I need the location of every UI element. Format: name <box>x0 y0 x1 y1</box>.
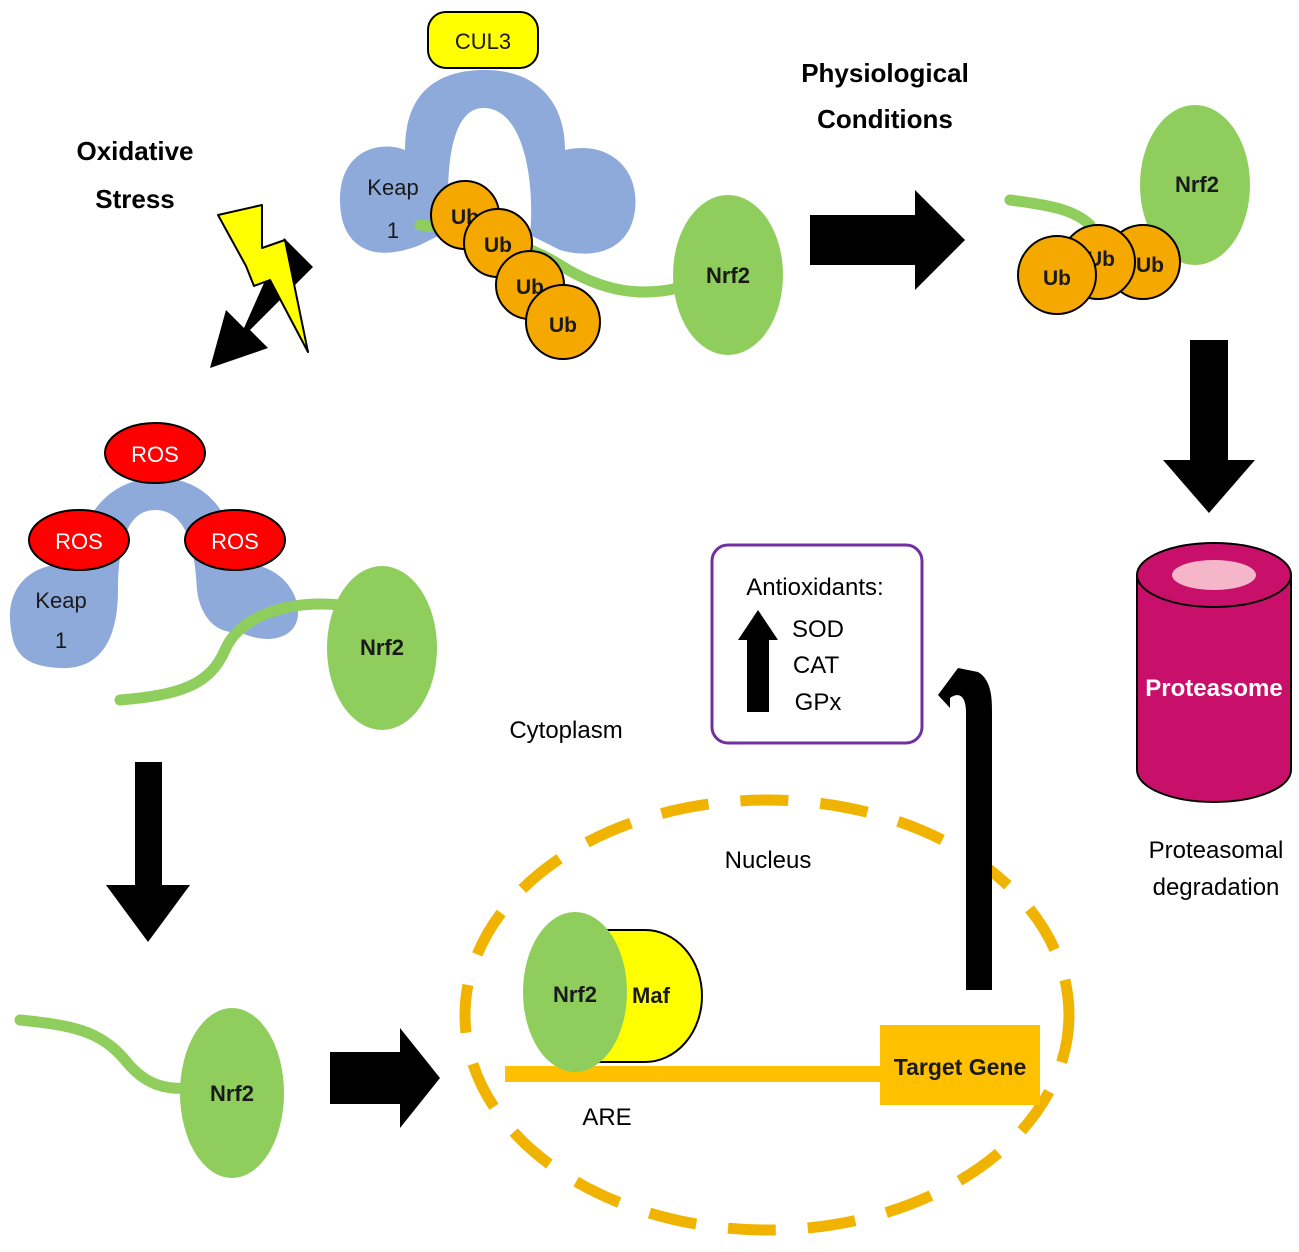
arrow-right-icon <box>810 190 965 290</box>
are-label: ARE <box>582 1104 631 1131</box>
arrow-down-icon <box>106 762 190 942</box>
target-gene-label: Target Gene <box>894 1054 1027 1080</box>
nrf2-tail <box>114 598 346 706</box>
proteasomal-label-line2: degradation <box>1153 874 1280 901</box>
nrf2-label: Nrf2 <box>210 1081 254 1106</box>
keap1-shape <box>340 70 636 254</box>
ros-shape <box>184 509 286 571</box>
oxidative-label-line2: Stress <box>95 184 175 214</box>
nrf2-shape <box>673 195 783 355</box>
proteasome-label: Proteasome <box>1145 675 1282 702</box>
ros-label: ROS <box>211 529 259 554</box>
keap1-label-line1: Keap <box>35 588 86 613</box>
arrow-up-curved-icon <box>938 668 992 990</box>
ub-circle <box>1017 235 1097 315</box>
ub-label: Ub <box>1136 254 1164 277</box>
keap1-shape <box>9 477 299 669</box>
ub-label: Ub <box>516 276 544 299</box>
physiological-label-line2: Conditions <box>817 104 953 134</box>
dna-line <box>505 1066 885 1082</box>
keap1-label-line1: Keap <box>367 175 418 200</box>
free-nrf2: Nrf2 <box>14 1008 284 1178</box>
physiological-label-line1: Physiological <box>801 58 969 88</box>
nucleus-boundary <box>459 794 1075 1236</box>
nrf2-shape <box>523 912 627 1072</box>
ubiquitinated-nrf2: Nrf2 Ub Ub Ub <box>1004 105 1250 315</box>
ub-label: Ub <box>1043 267 1071 290</box>
maf-label: Maf <box>632 983 671 1008</box>
cul3-shape <box>427 11 539 69</box>
nrf2-label: Nrf2 <box>553 982 597 1007</box>
nrf2-label: Nrf2 <box>360 635 404 660</box>
ros-keap1-complex: Keap 1 ROS ROS ROS Nrf2 <box>9 422 437 730</box>
proteasome: Proteasome <box>1136 542 1292 803</box>
oxidative-label-line1: Oxidative <box>76 136 193 166</box>
arrow-down-icon <box>1163 340 1255 513</box>
nrf2-label: Nrf2 <box>1175 172 1219 197</box>
antioxidant-item: CAT <box>793 652 840 679</box>
ub-circle <box>525 284 601 360</box>
nrf2-shape <box>1140 105 1250 265</box>
antioxidant-item: GPx <box>795 689 842 716</box>
ros-label: ROS <box>131 442 179 467</box>
antioxidants-title: Antioxidants: <box>746 574 883 601</box>
arrow-up-icon <box>738 610 778 712</box>
nrf2-shape <box>180 1008 284 1178</box>
arrow-right-icon <box>330 1028 440 1128</box>
ub-label: Ub <box>484 234 512 257</box>
ros-shape <box>28 509 130 571</box>
target-gene-shape <box>880 1025 1040 1105</box>
ub-label: Ub <box>549 314 577 337</box>
nrf2-label: Nrf2 <box>706 263 750 288</box>
nrf2-tail <box>14 1014 196 1094</box>
proteasomal-label-line1: Proteasomal <box>1149 837 1284 864</box>
keap1-label-line2: 1 <box>387 218 399 243</box>
cytoplasm-label: Cytoplasm <box>509 717 622 744</box>
keap1-label-line2: 1 <box>55 628 67 653</box>
ros-shape <box>104 422 206 484</box>
nucleus-label: Nucleus <box>725 847 812 874</box>
ros-label: ROS <box>55 529 103 554</box>
antioxidant-item: SOD <box>792 616 844 643</box>
keap1-cul3-complex: CUL3 Keap 1 Ub Ub Ub Ub Nrf2 <box>340 11 783 360</box>
cul3-label: CUL3 <box>455 29 511 54</box>
proteasome-cylinder <box>1136 574 1292 803</box>
nrf2-shape <box>327 566 437 730</box>
nrf2-tail <box>1004 194 1096 231</box>
proteasome-hole <box>1172 560 1256 590</box>
lightning-icon <box>217 204 309 353</box>
